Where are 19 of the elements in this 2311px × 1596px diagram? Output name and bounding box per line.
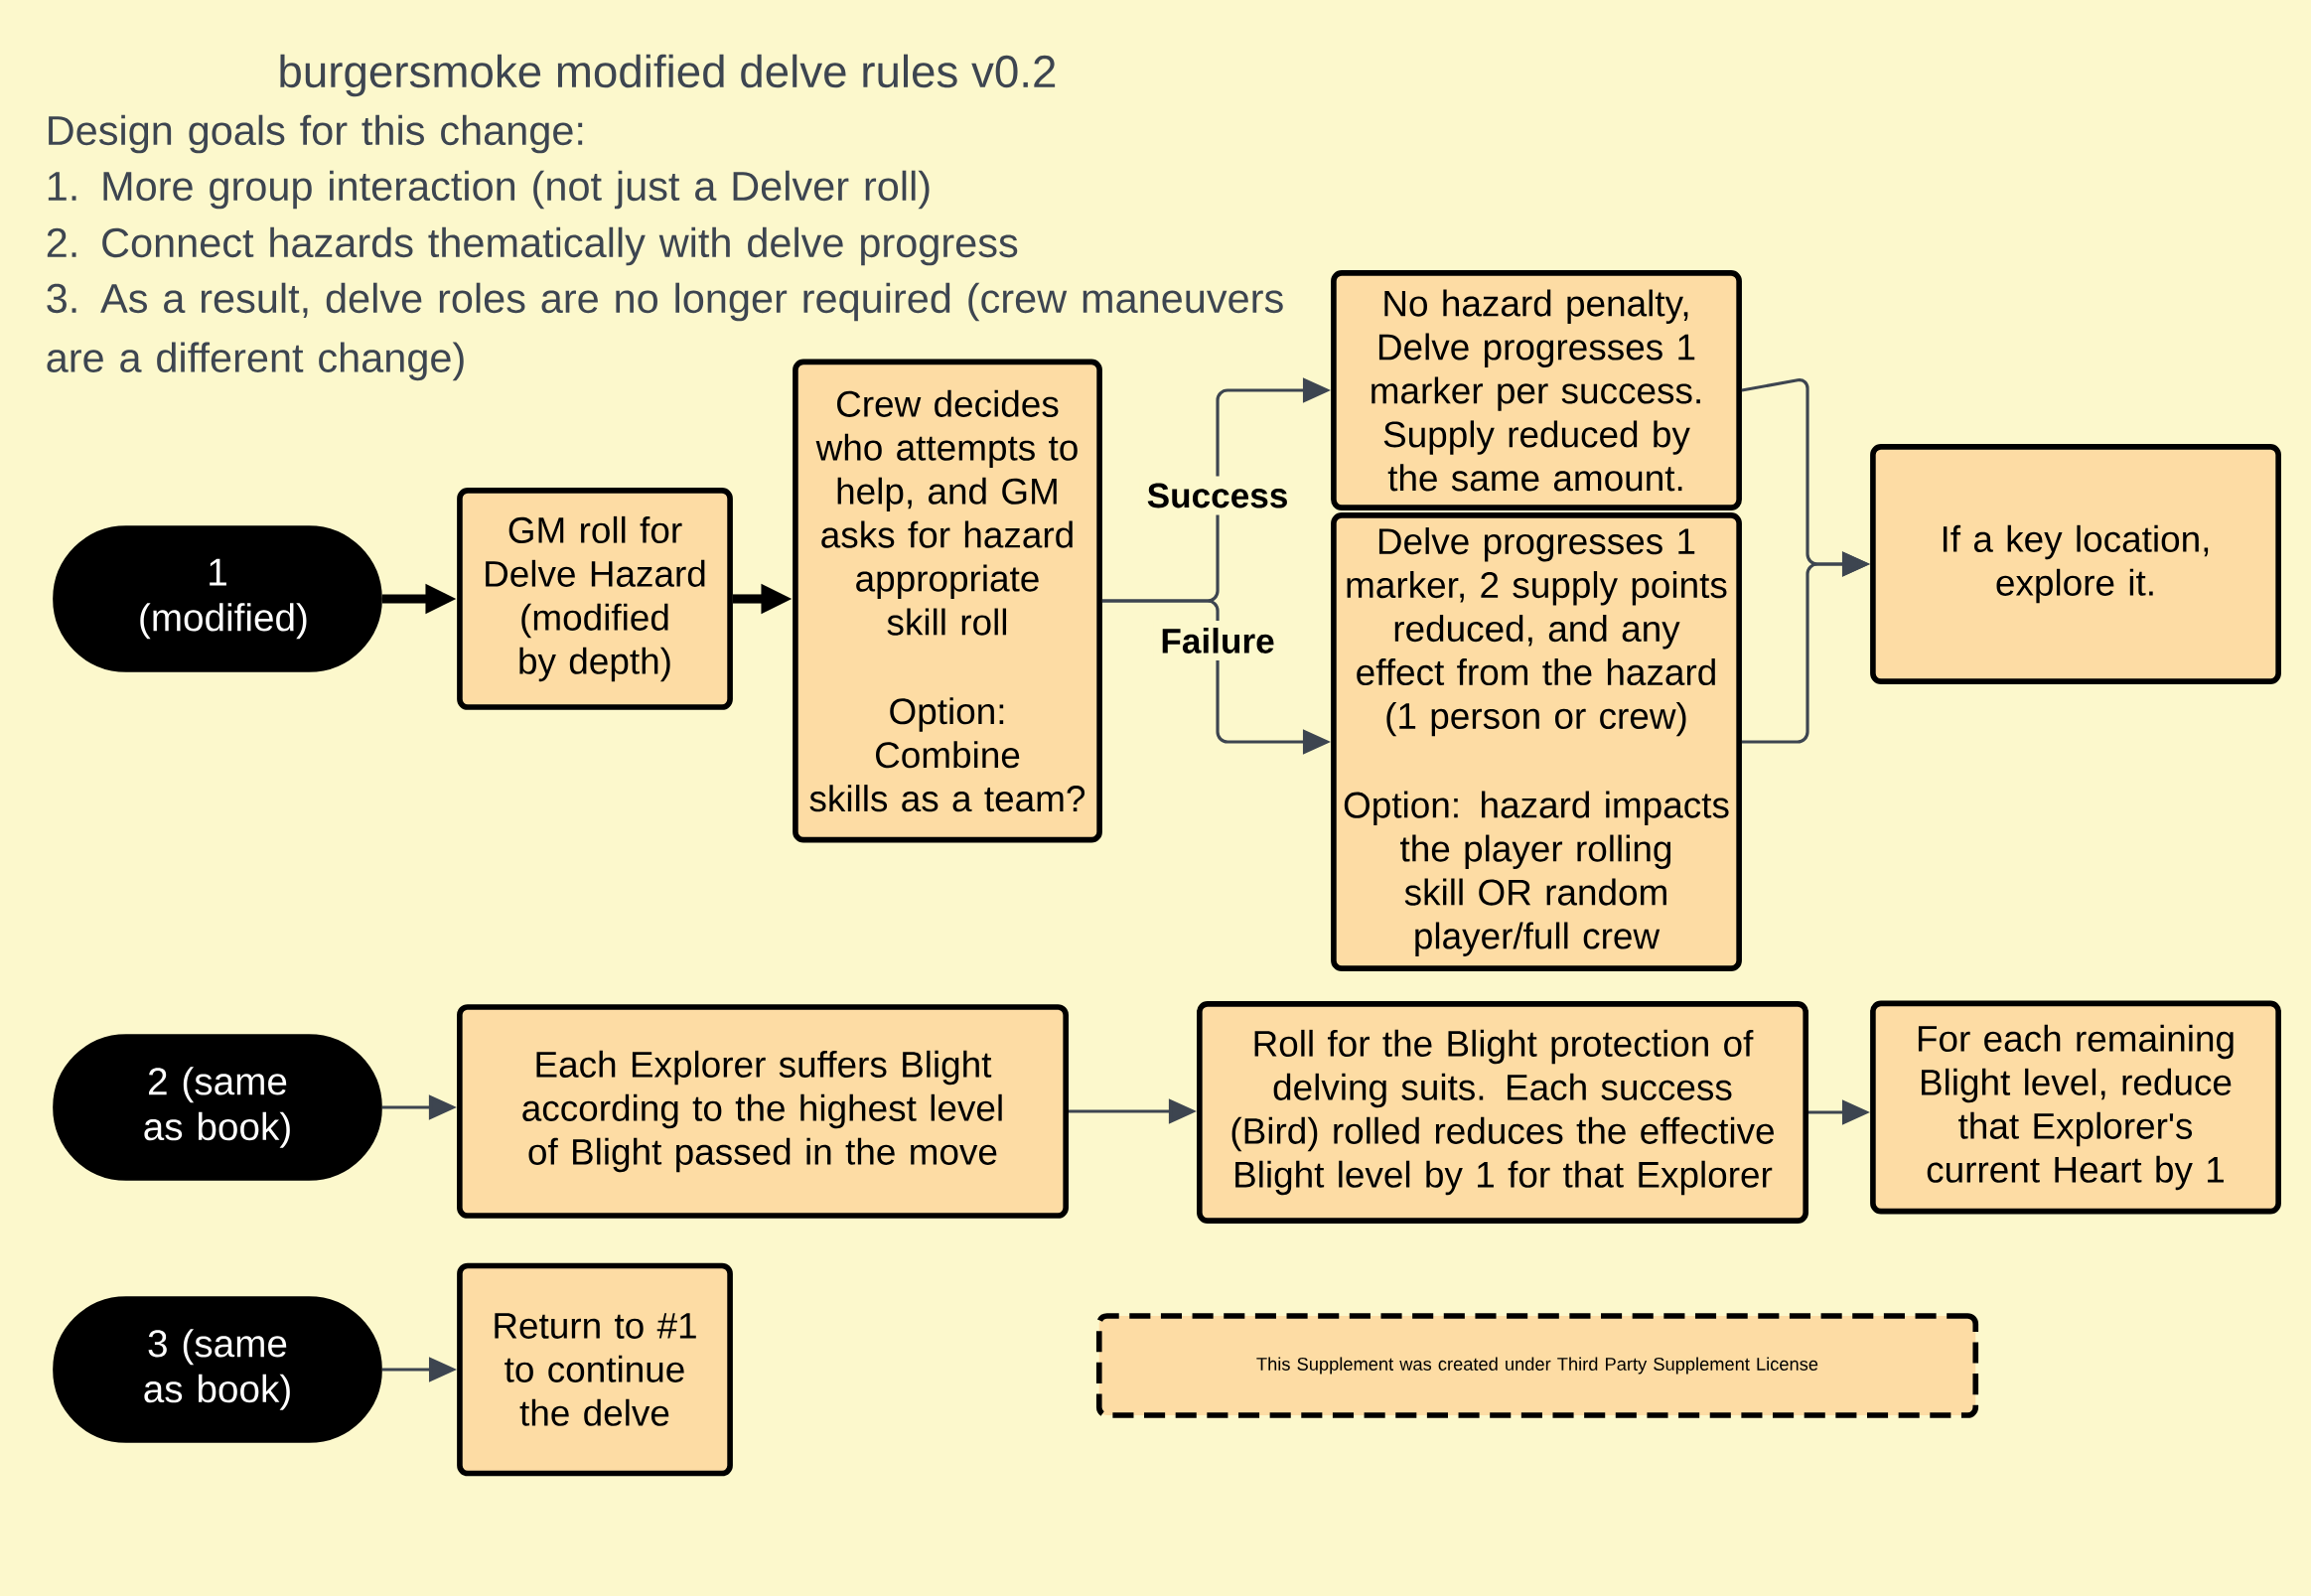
note-text: 1. More group interaction (not just a Delver roll)	[48, 170, 930, 210]
process-box: If a key location, explore it.	[1870, 444, 2281, 684]
disclaimer-box: This Supplement was created under Third Party Supplement License	[1095, 1313, 1979, 1418]
step-pill: 1 (modified)	[53, 525, 382, 672]
step-pill: 3 (same as book)	[53, 1296, 382, 1443]
process-box: For each remaining Blight level, reduce that Explorer's current Heart by 1	[1870, 1000, 2281, 1215]
process-box: Each Explorer suffers Blight according to the highest level of Blight passed in the move	[457, 1004, 1069, 1219]
step-pill: 2 (same as book)	[53, 1034, 382, 1181]
outcome-box: No hazard penalty, Delve progresses 1 marker per success. Supply reduced by the same amount.	[1331, 270, 1742, 510]
outcome-box: Delve progresses 1 marker, 2 supply points reduced, and any effect from the hazard (1 person or crew) Option: hazard impacts the player rolling skill OR random player/full crew	[1331, 512, 1742, 971]
process-box: Crew decides who attempts to help, and GM asks for hazard appropriate skill roll Option: Combine skills as a team?	[793, 359, 1102, 843]
note-text: 2. Connect hazards thematically with delve progress	[47, 226, 1018, 266]
title: burgersmoke modified delve rules v0.2	[280, 54, 1056, 97]
process-box: Return to #1 to continue the delve	[457, 1262, 733, 1477]
process-box: Roll for the Blight protection of delving suits. Each success (Bird) rolled reduces the effective Blight level by 1 for that Explorer	[1197, 1001, 1808, 1224]
note-text: Design goals for this change:	[49, 114, 583, 154]
process-box: GM roll for Delve Hazard (modified by depth)	[457, 488, 733, 710]
edge-label: Failure	[1153, 621, 1282, 660]
edge-label: Success	[1139, 476, 1296, 515]
